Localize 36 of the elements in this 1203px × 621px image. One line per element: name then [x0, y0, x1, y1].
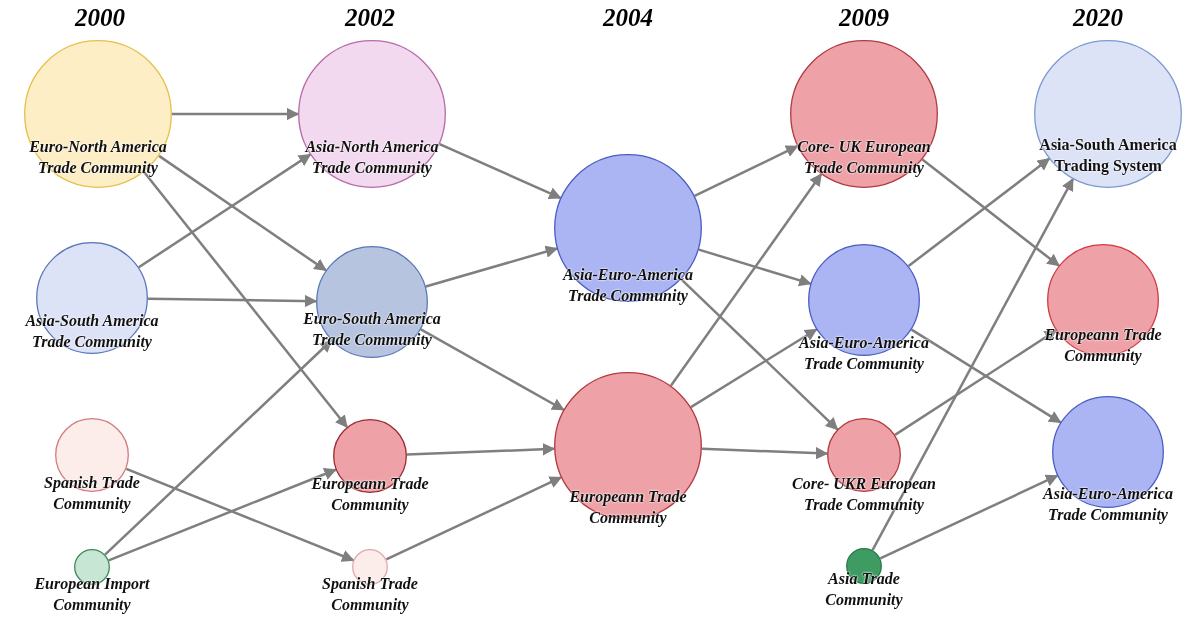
arrow — [425, 245, 559, 288]
year-heading: 2020 — [1071, 4, 1124, 32]
arrow — [420, 328, 565, 411]
community-label: Euro-North America Trade Community — [28, 137, 168, 178]
arrow — [439, 142, 562, 200]
community-label: Europeann Trade Community — [1043, 325, 1163, 366]
year-heading: 2002 — [343, 4, 396, 32]
community-label: Asia-South America Trading System — [1038, 135, 1178, 176]
arrow — [125, 467, 355, 562]
arrow — [910, 328, 1062, 424]
community-label: Spanish Trade Community — [321, 574, 419, 615]
arrow — [879, 474, 1059, 560]
community-label: Core- UK European Trade Community — [796, 137, 932, 178]
arrow — [921, 158, 1060, 267]
community-label: European Import Community — [33, 574, 151, 615]
community-label: Asia-Euro-America Trade Community — [797, 333, 930, 374]
arrow — [694, 145, 799, 197]
arrow — [108, 468, 337, 562]
community-label: Spanish Trade Community — [43, 473, 141, 514]
arrow — [871, 178, 1074, 551]
arrow — [385, 476, 563, 561]
arrow — [907, 157, 1051, 268]
community-label: Europeann Trade Community — [310, 474, 430, 515]
year-heading: 2004 — [601, 4, 654, 32]
arrow — [680, 278, 839, 431]
community-label: Asia-Euro-America Trade Community — [561, 265, 694, 306]
arrow — [138, 153, 312, 269]
arrow — [158, 154, 327, 272]
year-heading: 2009 — [837, 4, 890, 32]
year-heading: 2000 — [73, 4, 126, 32]
arrow — [690, 328, 818, 409]
community-label: Euro-South America Trade Community — [302, 309, 442, 350]
community-label: Asia-North America Trade Community — [304, 137, 440, 178]
community-label: Asia-Euro-America Trade Community — [1041, 484, 1174, 525]
arrow — [669, 173, 823, 387]
arrow — [698, 248, 812, 287]
